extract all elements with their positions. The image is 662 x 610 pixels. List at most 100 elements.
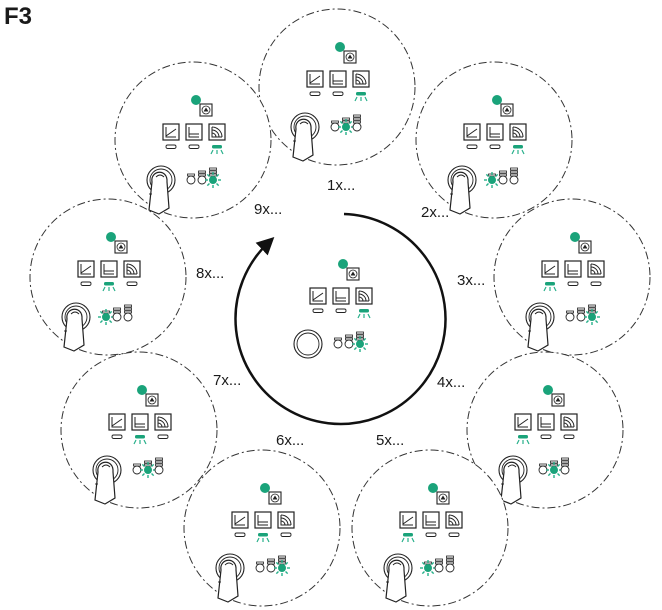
constant-icon <box>254 511 272 529</box>
level-led <box>560 465 570 475</box>
level-led-lit <box>102 313 110 321</box>
mode-led <box>466 144 478 149</box>
level-bar <box>446 558 454 562</box>
up-arrow-icon <box>440 495 446 500</box>
mode-led <box>448 532 460 537</box>
finger-icon <box>449 171 471 215</box>
mode-led-lit <box>212 145 222 149</box>
mode-led <box>80 281 92 286</box>
led-glow-ray <box>421 571 425 575</box>
led-glow-ray <box>595 310 599 314</box>
curve-icon-axes <box>309 74 320 85</box>
mode-led-lit <box>545 282 555 286</box>
led-glow-ray <box>112 286 116 292</box>
level-bar <box>577 307 585 311</box>
constant-icon-axes <box>425 515 436 526</box>
led-glow-ray <box>495 183 499 187</box>
led-glow-ray <box>557 473 561 477</box>
mode-led <box>567 281 579 286</box>
finger-icon <box>94 461 116 505</box>
led-glow-ray <box>275 561 279 565</box>
level-bar <box>510 167 518 171</box>
fingernail <box>534 311 544 315</box>
step-panel <box>351 449 509 607</box>
mode-led-lit <box>104 282 114 286</box>
constant-icon <box>422 511 440 529</box>
speed-icon-arc <box>126 269 132 275</box>
led-glow-ray <box>141 473 145 477</box>
curve-icon-axes <box>466 127 477 138</box>
fingernail <box>155 174 165 178</box>
step-panel <box>258 8 416 166</box>
constant-icon-axes <box>332 74 343 85</box>
mode-led <box>111 434 123 439</box>
speed-icon-arc <box>358 293 367 302</box>
led-glow-ray <box>553 286 557 292</box>
led-glow-ray <box>216 173 220 177</box>
led-glow-ray <box>141 463 145 467</box>
led-glow-ray <box>526 439 530 445</box>
up-arrow-icon <box>149 397 155 402</box>
level-led <box>333 339 343 349</box>
level-led <box>330 122 340 132</box>
led-glow-ray <box>285 571 289 575</box>
speed-icon-arc <box>563 419 572 428</box>
speed-icon-arc <box>563 416 575 428</box>
curve-icon-axes <box>234 515 245 526</box>
level-led-lit <box>588 313 596 321</box>
led-glow-ray <box>349 120 353 124</box>
cycle-arrow <box>234 212 447 426</box>
mode-led-lit <box>359 309 369 313</box>
step-label: 2x... <box>421 204 449 221</box>
level-bar <box>113 307 121 311</box>
speed-icon-arc <box>355 76 364 85</box>
up-arrow-icon <box>347 54 353 59</box>
step-label: 7x... <box>213 372 241 389</box>
speed-icon-arc <box>280 514 292 526</box>
mode-led <box>590 281 602 286</box>
curve-icon-line <box>234 516 246 525</box>
constant-icon-axes <box>335 291 346 302</box>
constant-icon-axes <box>489 127 500 138</box>
mode-led <box>165 144 177 149</box>
level-led-lit <box>209 176 217 184</box>
mode-led <box>332 91 344 96</box>
mode-led <box>280 532 292 537</box>
curve-icon-axes <box>80 264 91 275</box>
level-led <box>197 175 207 185</box>
led-glow-ray <box>353 337 357 341</box>
constant-icon <box>329 70 347 88</box>
led-glow-ray <box>151 463 155 467</box>
constant-icon <box>131 413 149 431</box>
step-panel <box>493 198 651 356</box>
led-glow-ray <box>354 96 358 102</box>
mode-led <box>425 532 437 537</box>
level-led <box>112 312 122 322</box>
level-bar <box>345 334 353 338</box>
speed-icon-arc <box>211 129 220 138</box>
level-bar <box>353 114 361 118</box>
curve-icon-axes <box>312 291 323 302</box>
led-glow-ray <box>411 537 415 543</box>
status-dot <box>137 385 147 395</box>
mode-led-lit <box>258 533 268 537</box>
speed-icon-arc <box>512 126 524 138</box>
curve-icon-line <box>111 418 123 427</box>
mode-led <box>540 434 552 439</box>
level-bar <box>561 460 569 464</box>
curve-icon-line <box>402 516 414 525</box>
level-bar <box>499 170 507 174</box>
level-bar <box>356 331 364 335</box>
led-glow-ray <box>99 310 103 314</box>
constant-icon <box>100 260 118 278</box>
speed-icon-arc <box>280 517 289 526</box>
curve-icon-axes <box>111 417 122 428</box>
constant-icon <box>332 287 350 305</box>
level-bar <box>209 167 217 171</box>
speed-icon-arc <box>211 126 223 138</box>
finger-icon <box>63 308 85 352</box>
step-panel <box>466 351 624 509</box>
curve-icon-axes <box>544 264 555 275</box>
mode-led-lit <box>135 435 145 439</box>
